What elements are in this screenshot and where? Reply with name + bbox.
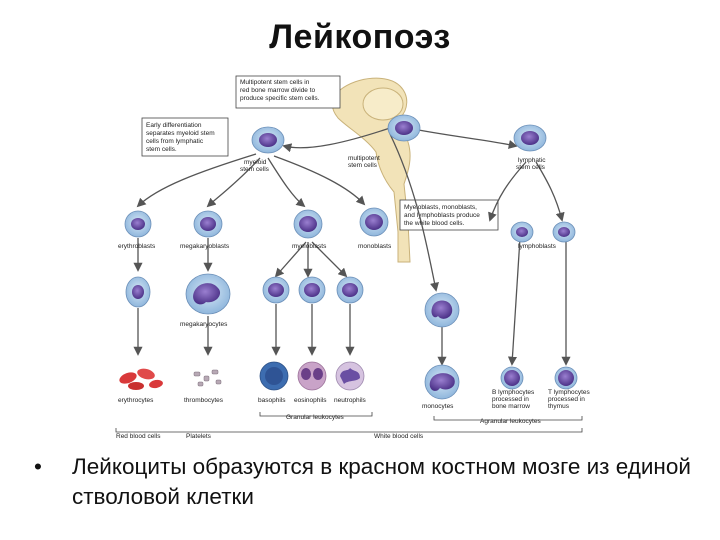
platelets-label: Platelets	[186, 433, 212, 440]
lymphoblast-cell-right	[552, 221, 576, 243]
promonocyte-cell	[424, 292, 460, 328]
megakaryoblast-cell	[193, 210, 223, 238]
note-multipotent: Multipotent stem cells in red bone marro…	[235, 75, 341, 109]
erythrocyte-precursor-cell	[125, 276, 151, 308]
b-lymphocytes-label: bone marrow	[492, 403, 530, 410]
t-lymphocyte-cell	[554, 366, 578, 390]
note-line: Myeloblasts, monoblasts,	[404, 204, 477, 211]
basophil-cell	[259, 361, 289, 391]
t-lymphocytes-label: T lymphocytes	[548, 389, 591, 396]
erythrocytes-cells	[119, 368, 163, 390]
page-title: Лейкопоэз	[269, 18, 451, 56]
red-blood-cells-label: Red blood cells	[116, 433, 161, 440]
note-line: Early differentiation	[146, 122, 202, 129]
note-myeloblasts: Myeloblasts, monoblasts, and lymphoblast…	[399, 199, 499, 231]
note-line: stem cells.	[146, 146, 177, 153]
lymphoblasts-label: lymphoblasts	[518, 243, 557, 250]
thrombocytes-label: thrombocytes	[184, 397, 224, 404]
erythroblasts-label: erythroblasts	[118, 243, 156, 250]
myeloid-stem-label: stem cells	[240, 166, 270, 173]
erythrocytes-label: erythrocytes	[118, 397, 154, 404]
agranular-leukocytes-label: Agranular leukocytes	[480, 418, 541, 425]
lymphatic-stem-label: stem cells	[516, 164, 546, 171]
promyelocyte-cell-1	[262, 276, 290, 304]
note-line: red bone marrow divide to	[240, 87, 316, 94]
b-lymphocyte-cell	[500, 366, 524, 390]
monocyte-cell	[424, 364, 460, 400]
white-blood-cells-label: White blood cells	[374, 433, 424, 440]
note-early-differentiation: Early differentiation separates myeloid …	[141, 117, 229, 157]
t-lymphocytes-label: processed in	[548, 396, 585, 403]
myeloblast-cell	[293, 209, 323, 239]
b-lymphocytes-label: B lymphocytes	[492, 389, 535, 396]
erythroblast-cell	[124, 210, 152, 238]
bullet-text: Лейкоциты образуются в красном костном м…	[72, 454, 691, 509]
t-lymphocytes-label: thymus	[548, 403, 570, 410]
granular-leukocytes-label: Granular leukocytes	[286, 414, 345, 421]
megakaryoblasts-label: megakaryoblasts	[180, 243, 230, 250]
megakaryocyte-cell	[185, 273, 231, 315]
thrombocytes-cells	[193, 369, 222, 387]
note-line: Multipotent stem cells in	[240, 79, 310, 86]
note-line: cells from lymphatic	[146, 138, 204, 145]
note-line: separates myeloid stem	[146, 130, 215, 137]
multipotent-stem-cell	[387, 114, 421, 142]
lymphoblast-cell-left	[510, 221, 534, 243]
b-lymphocytes-label: processed in	[492, 396, 529, 403]
promyelocyte-cell-2	[298, 276, 326, 304]
note-line: produce specific stem cells.	[240, 95, 320, 102]
promyelocyte-cell-3	[336, 276, 364, 304]
lymphatic-stem-cell	[513, 124, 547, 152]
arrows	[133, 127, 571, 366]
monocytes-label: monocytes	[422, 403, 454, 410]
basophils-label: basophils	[258, 397, 286, 404]
note-line: the white blood cells.	[404, 220, 465, 227]
myeloid-stem-label: myeloid	[244, 159, 267, 166]
neutrophil-cell	[335, 361, 365, 391]
note-line: and lymphoblasts produce	[404, 212, 480, 219]
eosinophils-label: eosinophils	[294, 397, 327, 404]
multipotent-stem-label: stem cells	[348, 162, 378, 169]
lymphatic-stem-label: lymphatic	[518, 157, 546, 164]
multipotent-stem-label: multipotent	[348, 155, 380, 162]
monoblasts-label: monoblasts	[358, 243, 392, 250]
bullet-marker: •	[34, 454, 42, 479]
myeloid-stem-cell	[251, 126, 285, 154]
neutrophils-label: neutrophils	[334, 397, 367, 404]
eosinophil-cell	[297, 361, 327, 391]
monoblast-cell	[359, 207, 389, 237]
megakaryocytes-label: megakaryocytes	[180, 321, 228, 328]
myeloblasts-label: myeloblasts	[292, 243, 327, 250]
leukopoiesis-diagram: Multipotent stem cells in red bone marro…	[115, 75, 591, 440]
bracket-lines	[115, 412, 583, 433]
